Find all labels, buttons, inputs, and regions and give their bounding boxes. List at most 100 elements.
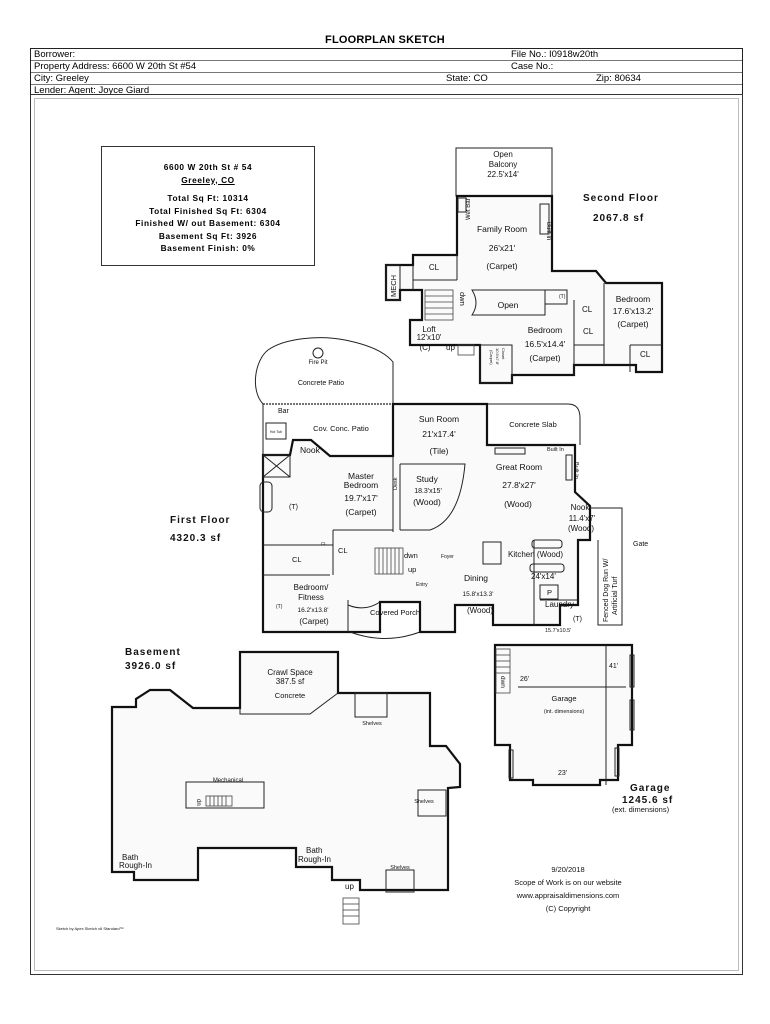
fire-pit-icon [312,347,324,359]
shelves-label-1: Shelves [362,721,382,727]
concrete-patio-outline [254,337,394,405]
master-dimensions: 19.7'x17' [344,493,378,503]
second-floor-area: 2067.8 sf [593,213,644,224]
summary-city: Greeley, CO [181,174,235,185]
footer-scope: Scope of Work is on our website [514,878,621,887]
stairs-up [457,344,475,356]
first-floor-outline [261,402,592,634]
bathtub [259,481,273,513]
bedroom-2-label: Bedroom [528,325,563,335]
fireplace [494,447,526,455]
bath-fixture [544,289,568,305]
bedroom-1-flooring: (Carpet) [617,319,648,329]
summary-basement-sqft: Basement Sq Ft: 3926 [158,230,258,241]
window-box [262,454,291,478]
hot-tub [265,422,287,440]
loft-flooring: (C) [419,343,430,352]
stairs-down [424,289,454,321]
bath-rough-in-2-sub: Rough-In [298,855,331,864]
built-in-cabinet [539,203,550,235]
bath-rough-in-1-label: Bath [122,853,138,862]
zip: Zip: 80634 [596,73,641,84]
great-room-dimensions: 27.8'x27' [502,480,536,490]
bath-rough-in-1-sub: Rough-In [119,861,152,870]
master-label-2: Bedroom [344,480,379,490]
great-room-label: Great Room [496,462,542,472]
loft-dimensions: 12'x10' [417,333,442,342]
state: State: CO [446,73,488,84]
bedroom-fitness-flooring: (Carpet) [299,617,329,626]
garage-stairs-dwn: dwn [499,676,506,688]
garage-window-2 [629,699,635,731]
sketch-frame [30,94,743,975]
garage-dim-23: 23' [558,770,567,777]
mech-label: MECH [389,275,398,297]
closet-label-1: CL [292,555,302,564]
garage-window-1 [629,654,635,688]
balcony-label-2: Balcony [489,160,517,169]
study-wall [400,463,466,531]
summary-finished-wo-basement: Finished W/ out Basement: 6304 [135,218,281,228]
stairs-dwn-label: dwn [404,551,418,560]
loft-label: Loft [422,325,436,334]
foyer-label: Foyer [441,554,454,560]
lender: Lender: Agent: Joyce Giard [34,85,150,96]
laundry-label: Laundry [545,600,574,609]
concrete-patio-label: Concrete Patio [298,380,344,387]
summary-total-sqft: Total Sq Ft: 10314 [167,193,249,203]
desk-label: Desk [393,477,399,490]
summary-box: 6600 W 20th St # 54 Greeley, CO Total Sq… [101,146,315,266]
garage-sub-label: (int. dimensions) [544,709,585,715]
basement-plan: Crawl Space 387.5 sf Concrete Shelves Me… [110,650,462,925]
header-row-city: City: Greeley State: CO Zip: 80634 [31,73,742,85]
balcony-label-1: Open [493,150,513,159]
header-row-lender: Lender: Agent: Joyce Giard [31,85,742,96]
property-address: Property Address: 6600 W 20th St #54 [34,61,197,72]
summary-address: 6600 W 20th St # 54 [163,162,253,172]
garage-plan: 26' 41' 23' Garage (int. dimensions) dwn [493,643,635,787]
nook-2-dimensions: 11.4'x7' [569,514,596,523]
dog-run-label-2: Artificial Turf [612,576,619,615]
kitchen-label: Kitchen (Wood) [508,550,563,559]
garage-stairs [495,648,511,694]
study-dimensions: 18.3'x15' [414,488,442,495]
dining-label: Dining [464,573,488,583]
footer-copyright: (C) Copyright [546,904,592,913]
pantry [539,584,559,600]
covered-porch-edge [347,601,381,632]
dining-dimensions: 15.8'x13.3' [462,591,493,598]
laundry-dimensions: 15.7'x10.5' [545,628,571,634]
sun-room-flooring: (Tile) [429,446,448,456]
fire-pit-label: Fire Pit [308,360,327,366]
stairs [374,547,404,575]
shelves-1 [354,692,388,718]
footer-date: 9/20/2018 [551,865,584,874]
crawl-space-label: Crawl Space [267,668,313,677]
shelves-label-2: Shelves [414,799,434,805]
header-row-address: Property Address: 6600 W 20th St #54 Cas… [31,61,742,73]
toilet-label: (T) [559,294,566,300]
closet-label-2: CL [338,546,348,555]
city: City: Greeley [34,73,89,84]
study-label: Study [416,474,438,484]
pantry-label: P [547,588,552,597]
stairs-up-label: up [408,565,416,574]
kitchen-counter [531,539,563,549]
hot-tub-label: Hot Tub [270,430,282,434]
summary-basement-finish: Basement Finish: 0% [160,243,256,253]
bedroom-fitness-dimensions: 16.2'x13.8' [297,607,328,614]
built-in-label: Built In [545,222,551,240]
bedroom-2-dimensions: 16.5'x14.4' [525,339,566,349]
document-title: FLOORPLAN SKETCH [325,34,445,46]
second-floor-title: Second Floor [583,193,659,204]
bedroom-toilet-label: (T) [276,604,283,610]
built-in-shelf [565,454,573,481]
first-floor-title: First Floor [170,515,230,526]
basement-stairs-down [205,795,233,807]
garage-outline [493,643,634,787]
built-in-label-2: Built In [573,462,579,479]
balcony-dimensions: 22.5'x14' [487,170,519,179]
closet-label-4: CL [640,350,651,359]
garage-area-note: (ext. dimensions) [612,805,670,814]
footer-website: www.appraisaldimensions.com [516,891,620,900]
